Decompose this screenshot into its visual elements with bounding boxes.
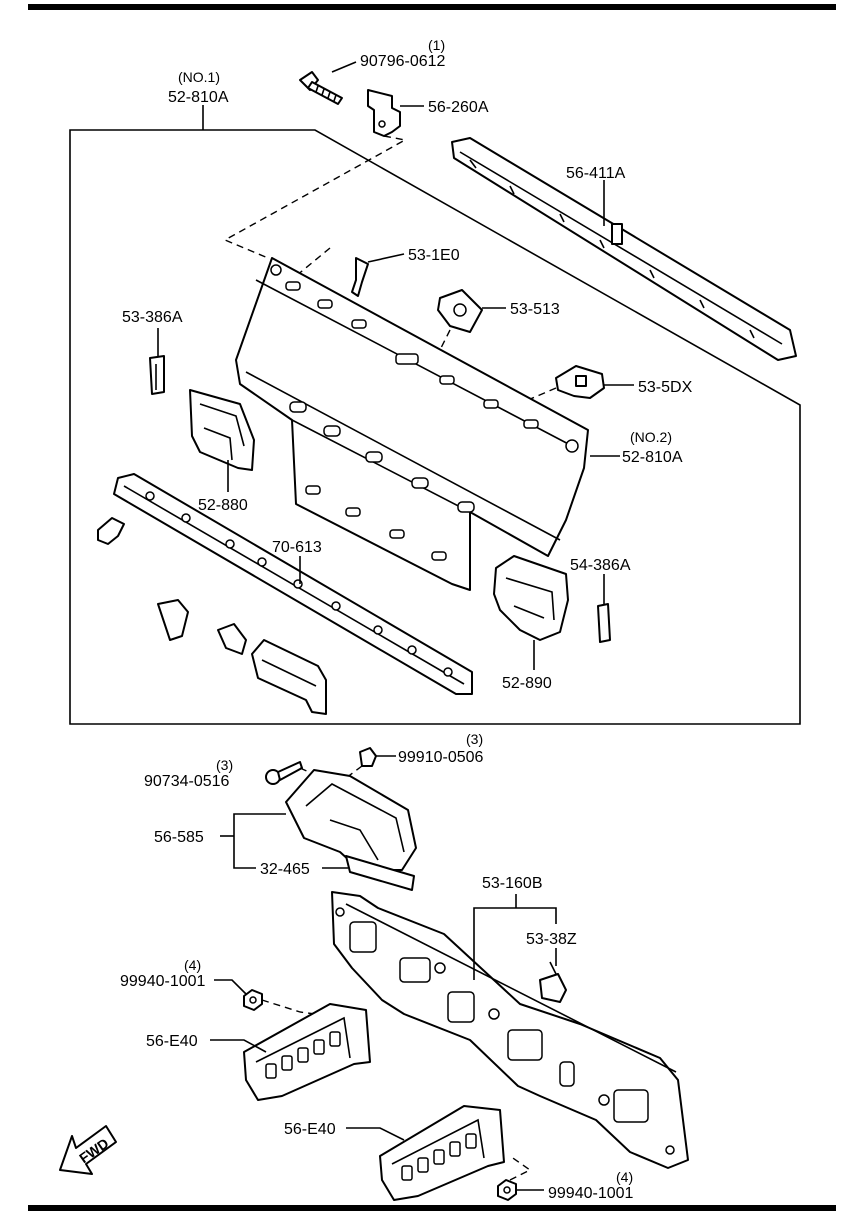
clip-99910-0506 [359, 747, 377, 767]
dash-99940-b [509, 1155, 532, 1181]
part-label-54-386A: 54-386A [570, 557, 631, 574]
part-label-56-260A: 56-260A [428, 99, 489, 116]
bracket-56-260A [367, 89, 401, 137]
leader-56-E40-b [346, 1127, 405, 1141]
qty-label-3a: (3) [466, 731, 483, 747]
part-label-53-386A: 53-386A [122, 309, 183, 326]
part-label-99910-0506: 99910-0506 [398, 749, 484, 766]
dash-56-260A [223, 135, 408, 259]
part-label-56-411A: 56-411A [566, 165, 626, 182]
part-label-53-5DX: 53-5DX [638, 379, 693, 396]
rear-panel-52-810A [235, 257, 589, 591]
qty-label-1: (1) [428, 37, 445, 53]
leader-56-E40-a [210, 1039, 267, 1053]
no2-label: (NO.2) [630, 429, 672, 445]
assembly-boundary [69, 129, 801, 725]
radiator-support-53-160B [331, 891, 689, 1169]
dash-99910 [329, 765, 363, 791]
leader-90796 [331, 61, 357, 73]
part-label-52-890: 52-890 [502, 675, 552, 692]
top-border [28, 4, 836, 10]
bracket-56-E40-a [243, 1003, 371, 1101]
part-label-56-E40-a: 56-E40 [146, 1033, 198, 1050]
part-label-56-E40-b: 56-E40 [284, 1121, 336, 1138]
clip-left-b [157, 599, 189, 641]
part-label-99940-1001-a: 99940-1001 [120, 973, 206, 990]
screw-90734-0516 [265, 761, 303, 785]
bracket-52-890 [493, 555, 569, 641]
part-label-53-38Z: 53-38Z [526, 931, 577, 948]
part-label-70-613: 70-613 [272, 539, 322, 556]
part-label-53-513: 53-513 [510, 301, 560, 318]
no1-label: (NO.1) [178, 69, 220, 85]
qty-label-4b: (4) [616, 1169, 633, 1185]
part-label-90796-0612: 90796-0612 [360, 53, 446, 70]
bracket-56-585 [285, 769, 417, 871]
qty-label-4a: (4) [184, 957, 201, 973]
qty-label-3b: (3) [216, 757, 233, 773]
part-label-32-465: 32-465 [260, 861, 310, 878]
stopper-54-386A [597, 603, 611, 643]
leader-53-1E0 [367, 253, 405, 263]
dash-53-1E0 [295, 247, 331, 277]
fwd-arrow-icon [59, 1125, 117, 1175]
reinforcement-70-613 [113, 473, 473, 695]
latch-53-5DX [555, 365, 605, 399]
bracket-53-38Z [539, 961, 567, 1003]
part-label-53-1E0: 53-1E0 [408, 247, 460, 264]
bottom-border [28, 1205, 836, 1211]
beam-56-411A [451, 137, 797, 361]
nut-99940-1001-a [243, 989, 263, 1011]
part-label-90734-0516: 90734-0516 [144, 773, 230, 790]
leader-56-585-32-465 [233, 813, 286, 869]
cover-lower [251, 639, 327, 715]
stopper-53-386A [149, 355, 165, 395]
nut-99940-1001-b [497, 1179, 517, 1201]
part-label-56-585: 56-585 [154, 829, 204, 846]
bracket-32-465 [345, 855, 415, 891]
leader-53-160B [473, 907, 557, 980]
leader-99940-a [214, 979, 247, 995]
clip-left-a [97, 517, 125, 545]
bracket-56-E40-b [379, 1105, 505, 1201]
part-label-52-880: 52-880 [198, 497, 248, 514]
clip-53-1E0 [351, 257, 369, 297]
clip-53-513 [437, 289, 483, 333]
bolt-90796-0612 [299, 71, 343, 105]
part-label-52-810A-no1: 52-810A [168, 89, 229, 106]
part-label-53-160B: 53-160B [482, 875, 543, 892]
bracket-52-880 [189, 389, 255, 471]
clip-left-c [217, 623, 247, 655]
dash-53-513 [431, 329, 451, 367]
part-label-99940-1001-b: 99940-1001 [548, 1185, 634, 1202]
part-label-52-810A-no2: 52-810A [622, 449, 683, 466]
